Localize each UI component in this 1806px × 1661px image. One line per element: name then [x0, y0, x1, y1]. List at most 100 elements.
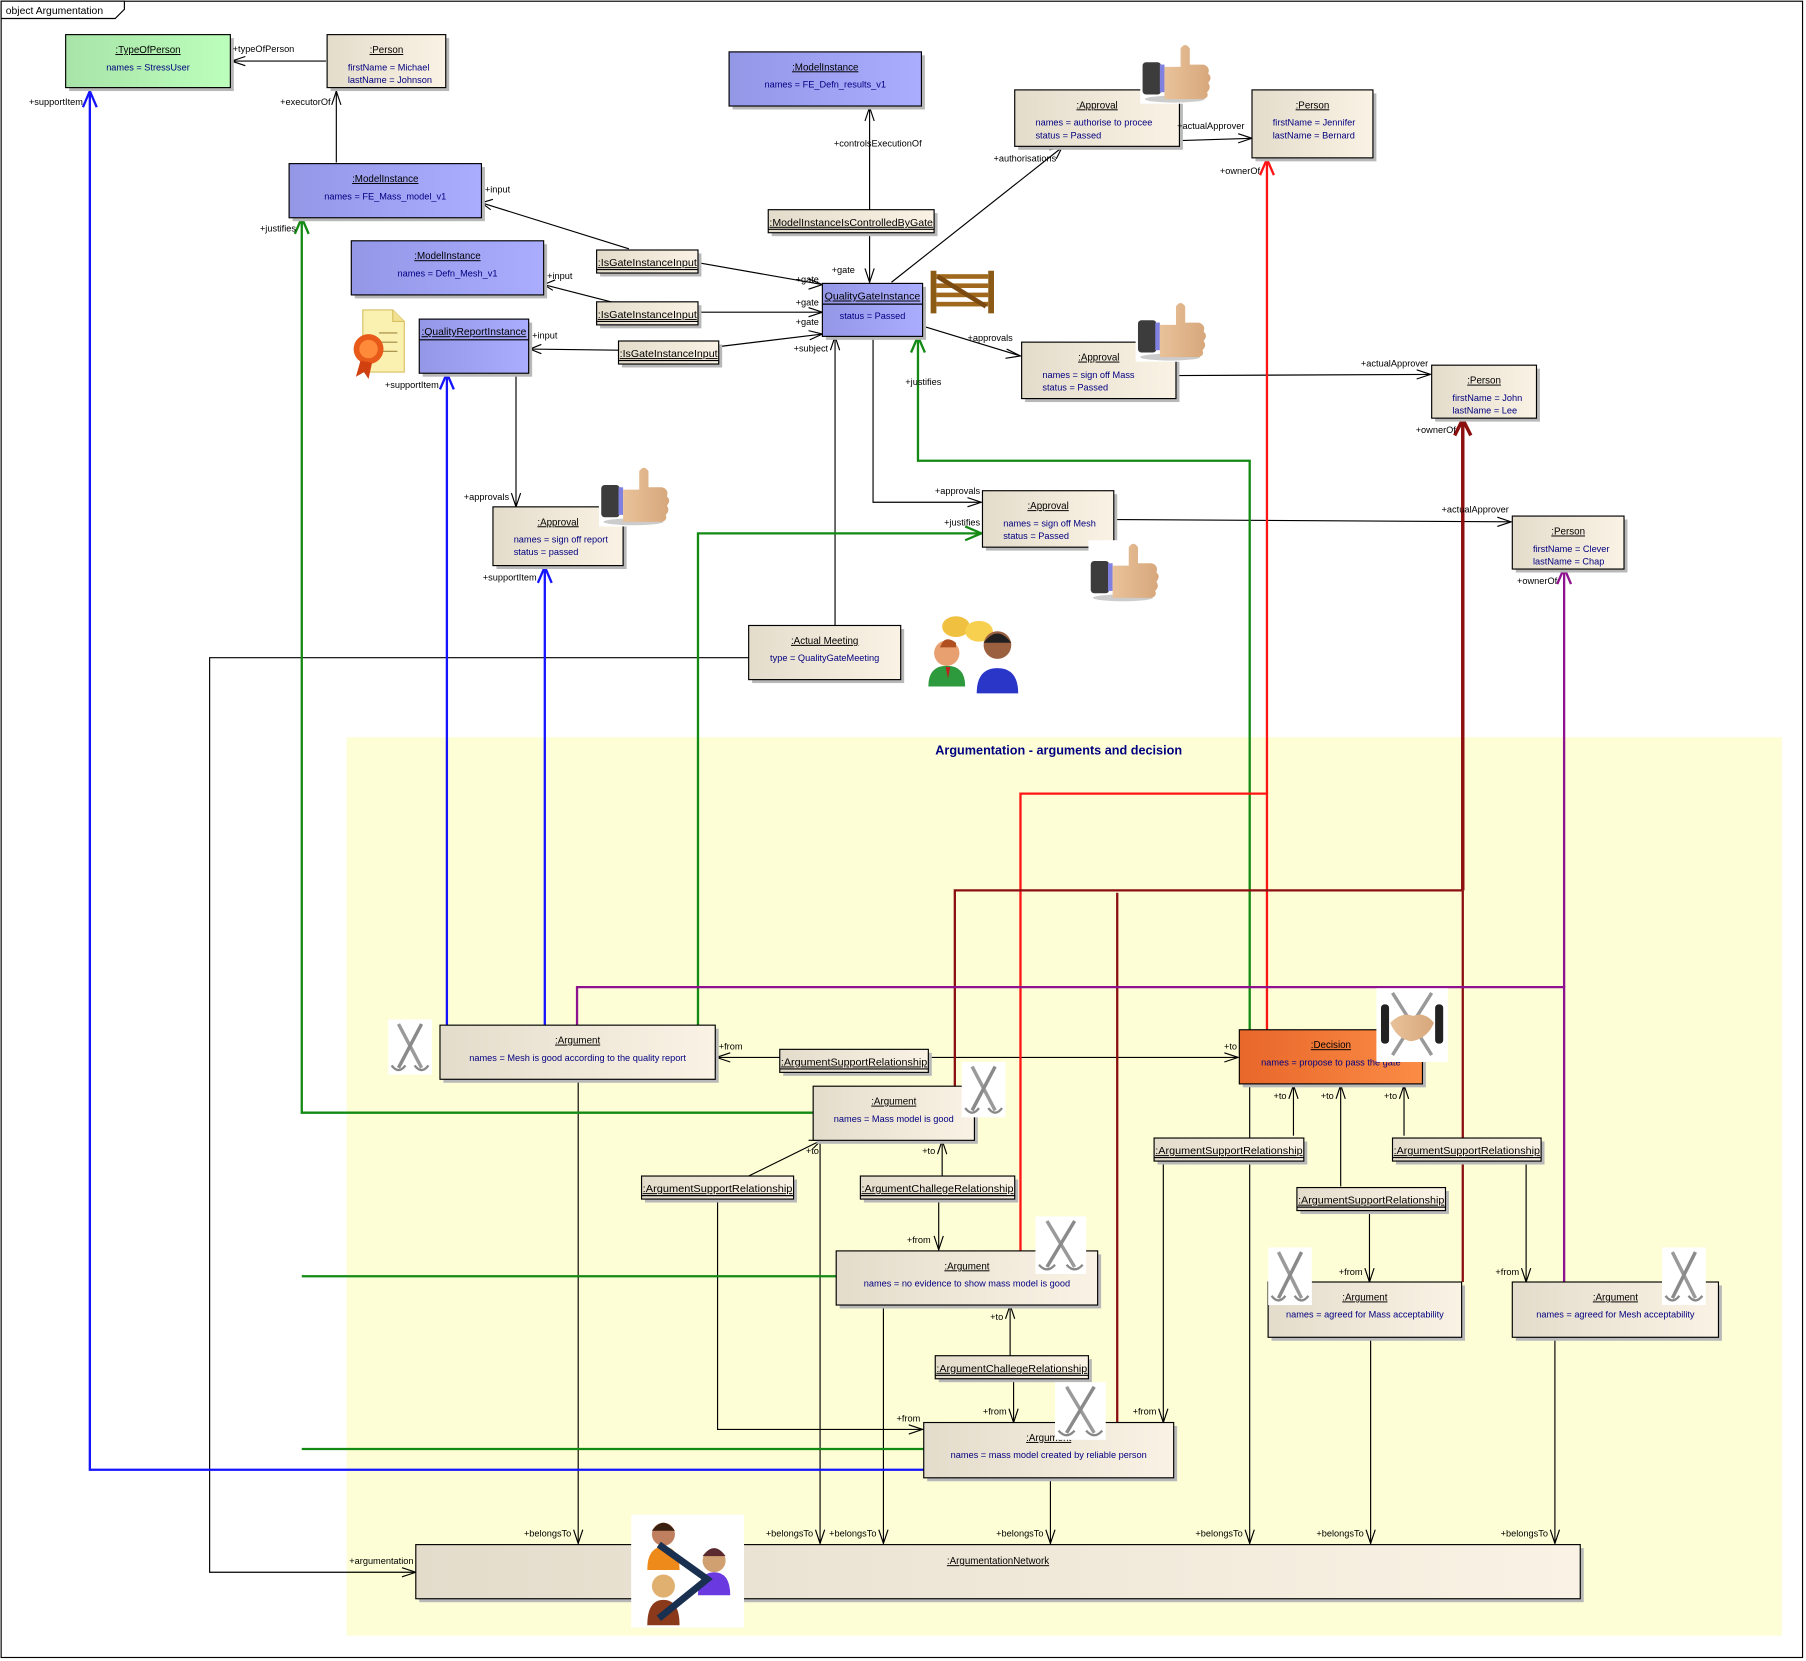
- role-label-from: +from: [896, 1413, 920, 1423]
- box-body: [1014, 89, 1181, 147]
- link-justifies-mesh[interactable]: [696, 532, 982, 1026]
- object-gate-input3[interactable]: :IsGateInstanceInput: [617, 340, 723, 368]
- box-body: [748, 624, 902, 681]
- object-title: :Approval: [1078, 353, 1119, 364]
- role-label-to: +to: [1321, 1091, 1334, 1101]
- object-gate-input2[interactable]: :IsGateInstanceInput: [596, 301, 702, 329]
- object-acr-bottom[interactable]: :ArgumentChallegeRelationship: [934, 1355, 1092, 1383]
- role-label-to: +to: [1224, 1041, 1237, 1051]
- relationship-title: :IsGateInstanceInput: [598, 310, 697, 321]
- role-label-belongsto: +belongsTo: [1316, 1529, 1363, 1539]
- network-people-icon: [631, 1514, 745, 1628]
- link-ownerof-clever[interactable]: [575, 985, 1566, 1282]
- role-label-approvals: +approvals: [464, 492, 510, 502]
- crossed-swords-icon: [1268, 1247, 1312, 1306]
- role-label-gate: +gate: [796, 274, 819, 284]
- box-body: [923, 1421, 1175, 1479]
- meeting-icon: [928, 616, 1019, 694]
- object-attribute: names = Mass model is good: [834, 1114, 954, 1124]
- box-body: [596, 249, 699, 274]
- object-model-controlled-by-gate[interactable]: :ModelInstanceIsControlledByGate: [767, 209, 938, 237]
- link-actualapprover-jennifer[interactable]: [1180, 137, 1253, 142]
- object-attribute: names = FE_Defn_results_v1: [765, 80, 886, 90]
- object-asr-top[interactable]: :ArgumentSupportRelationship: [779, 1048, 932, 1076]
- object-title: :Argument: [871, 1097, 916, 1108]
- object-acr-top[interactable]: :ArgumentChallegeRelationship: [859, 1175, 1019, 1203]
- object-network[interactable]: :ArgumentationNetwork: [415, 1544, 1584, 1603]
- object-attribute: firstName = Jennifer: [1273, 118, 1356, 128]
- relationship-title: :ArgumentChallegeRelationship: [936, 1364, 1087, 1375]
- relationship-title: :ModelInstanceIsControlledByGate: [769, 218, 933, 229]
- role-label-supportitem: +supportItem: [385, 380, 439, 390]
- box-body: [640, 1175, 795, 1200]
- object-attribute: firstName = Michael: [348, 62, 430, 72]
- role-label-justifies: +justifies: [905, 377, 941, 387]
- link-justifies-mass[interactable]: [300, 217, 814, 1114]
- object-title: :Argument: [1026, 1433, 1071, 1444]
- link-actualapprover-clever[interactable]: [1113, 518, 1512, 523]
- object-asr-dec3[interactable]: :ArgumentSupportRelationship: [1391, 1137, 1545, 1165]
- object-gate-input1[interactable]: :IsGateInstanceInput: [596, 249, 702, 277]
- role-label-from: +from: [719, 1041, 743, 1051]
- role-label-to: +to: [806, 1146, 819, 1156]
- role-label-to: +to: [1273, 1091, 1286, 1101]
- relationship-title: :ArgumentSupportRelationship: [1298, 1196, 1445, 1207]
- frame-tab: [0, 0, 125, 20]
- link-input-report[interactable]: [529, 348, 619, 351]
- role-label-input: +input: [532, 331, 558, 341]
- box-body: [728, 51, 923, 107]
- object-title: :Approval: [1076, 100, 1117, 111]
- object-attribute: names = agreed for Mass acceptability: [1286, 1310, 1444, 1320]
- link-input-mass[interactable]: [481, 202, 630, 250]
- object-title: :TypeOfPerson: [115, 45, 180, 56]
- link-to-massgood-1[interactable]: [748, 1139, 822, 1177]
- object-arg-agreed-mass[interactable]: :Argument names = agreed for Mass accepta…: [1267, 1281, 1466, 1341]
- relationship-title: :ArgumentSupportRelationship: [781, 1057, 928, 1068]
- box-body: [1153, 1137, 1305, 1162]
- link-gate-3[interactable]: [717, 333, 823, 348]
- crossed-swords-icon: [961, 1062, 1006, 1118]
- box-body: [415, 1544, 1581, 1600]
- link-supportitem-typeofperson[interactable]: [88, 91, 924, 1471]
- crossed-swords-icon: [388, 1019, 432, 1075]
- object-attribute: type = QualityGateMeeting: [770, 653, 879, 663]
- object-title: :Argument: [1342, 1292, 1387, 1303]
- link-justifies-gate[interactable]: [916, 336, 1251, 1030]
- link-ownerof-jennifer[interactable]: [1019, 792, 1269, 1251]
- object-asr-dec1[interactable]: :ArgumentSupportRelationship: [1153, 1137, 1308, 1165]
- box-body: [1296, 1186, 1447, 1212]
- link-from-reliable-1[interactable]: [716, 1195, 923, 1431]
- object-quality-report[interactable]: :QualityReportInstance: [418, 318, 533, 377]
- object-attribute: lastName = Lee: [1452, 406, 1517, 416]
- link-actualapprover-john[interactable]: [1175, 373, 1431, 377]
- object-attribute: names = authorise to procee: [1035, 118, 1152, 128]
- object-arg-mass-good[interactable]: :Argument names = Mass model is good: [812, 1085, 978, 1144]
- link-approvals-mass[interactable]: [922, 325, 1021, 357]
- object-attribute: firstName = John: [1452, 393, 1522, 403]
- link-gate-1[interactable]: [697, 262, 823, 286]
- object-asr-left[interactable]: :ArgumentSupportRelationship: [640, 1175, 798, 1203]
- link-argumentation[interactable]: [209, 657, 749, 1573]
- role-label-executorof: +executorOf: [280, 97, 331, 107]
- object-attribute: names = Mesh is good according to the qu…: [469, 1053, 686, 1063]
- object-attribute: names = FE_Mass_model_v1: [324, 191, 446, 201]
- role-label-from: +from: [983, 1406, 1007, 1416]
- link-approvals-mesh[interactable]: [872, 336, 982, 503]
- object-asr-dec2[interactable]: :ArgumentSupportRelationship: [1296, 1186, 1449, 1215]
- link-authorisations[interactable]: [891, 147, 1063, 283]
- object-attribute: names = no evidence to show mass model i…: [864, 1279, 1070, 1289]
